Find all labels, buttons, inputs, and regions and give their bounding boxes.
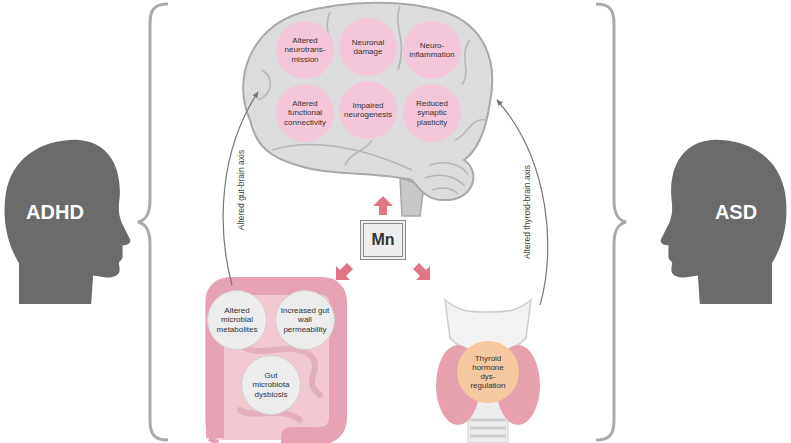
effect-circle: Neuro- inflammation [403,21,461,79]
illustration-part [336,263,353,280]
illustration-part [373,196,393,215]
effect-circle: Impaired neurogenesis [339,81,397,139]
effect-circle: Gut microbiota dysbiosis [241,355,301,415]
head-silhouette [5,140,131,304]
brain-illustration [243,3,492,216]
node-text: Altered functional connectivity [281,99,329,127]
effect-circle: Thyroid hormone dys- regulation [457,341,519,403]
effect-circle: Increased gut wall permeability [275,290,335,350]
intestine-illustration [205,282,345,443]
illustration-part [413,263,430,280]
node-text: Impaired neurogenesis [344,101,392,119]
node-text: Neuronal damage [344,38,392,56]
node-text: Neuro- inflammation [408,41,456,59]
node-text: Mn [371,231,394,249]
effect-circle: Altered neurotrans- mission [276,21,334,79]
condition-label: ADHD [16,195,94,229]
curly-brace [138,4,168,440]
node-text: ADHD [26,201,84,224]
effect-circle: Altered functional connectivity [276,84,334,142]
effect-circle: Neuronal damage [339,18,397,76]
axis-arrow [497,100,548,305]
illustration-part [470,420,506,436]
illustration-part [240,345,320,420]
axis-label: Altered gut-brain axis [236,148,246,232]
node-text: ASD [715,201,757,224]
head-shape [661,140,787,304]
curly-brace [596,4,626,440]
node-text: Altered microbial metabolites [213,306,262,334]
node-text: Reduced synaptic plasticity [408,99,456,127]
thyroid-illustration [436,300,540,443]
node-text: Increased gut wall permeability [281,306,330,334]
illustration-part [470,427,506,430]
axis-label: Altered thyroid-brain axis [522,163,532,261]
illustration-part [243,3,492,200]
node-text: Altered neurotrans- mission [281,36,329,64]
effect-circle: Reduced synaptic plasticity [403,84,461,142]
illustration-part [212,438,215,443]
element-box: Mn [360,220,406,260]
illustration-part [425,163,468,194]
axis-arrow [223,92,258,285]
node-text: Thyroid hormone dys- regulation [464,354,512,391]
effect-circle: Altered microbial metabolites [207,290,267,350]
block-arrow [336,196,430,280]
node-text: Gut microbiota dysbiosis [247,371,296,399]
head-silhouette [661,140,787,304]
illustration-part [470,419,506,422]
illustration-part [470,435,506,438]
condition-label: ASD [697,195,775,229]
illustration-part [205,282,345,440]
head-shape [5,140,131,304]
illustration-part [258,6,485,170]
